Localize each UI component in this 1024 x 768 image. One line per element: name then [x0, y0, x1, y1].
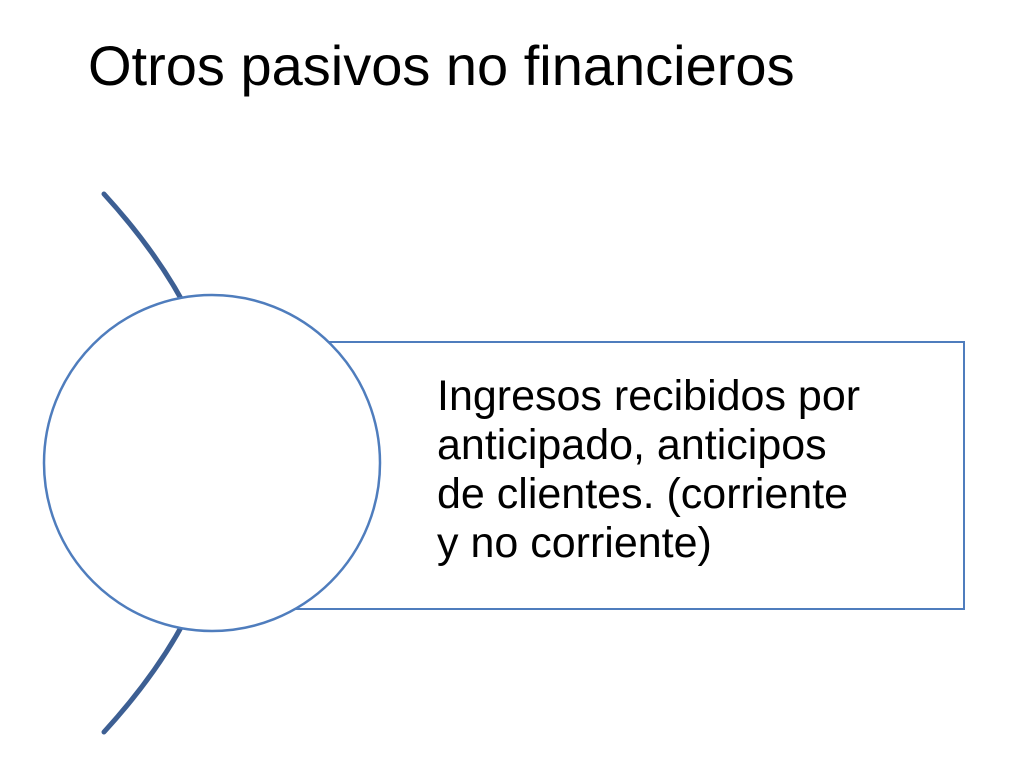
slide-title: Otros pasivos no financieros	[88, 34, 795, 97]
item-circle	[42, 293, 382, 633]
item-text: Ingresos recibidos por anticipado, antic…	[437, 372, 861, 567]
